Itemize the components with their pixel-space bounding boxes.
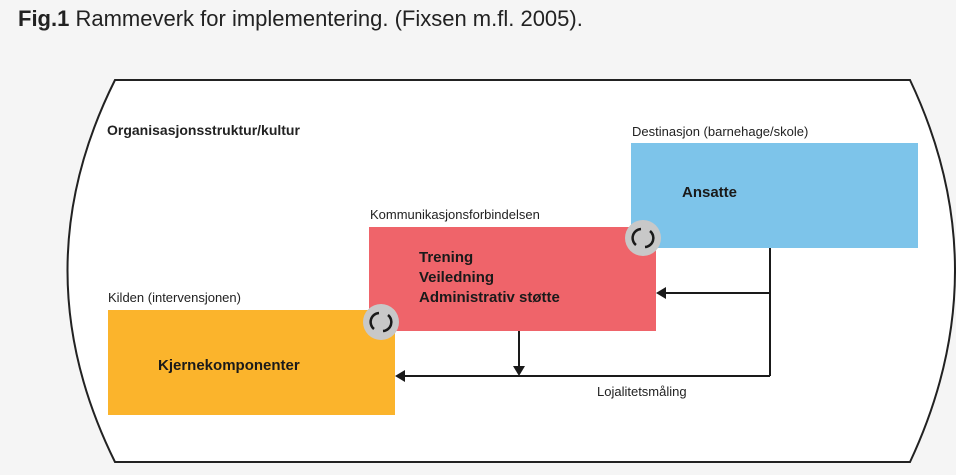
figure-title: Fig.1 Rammeverk for implementering. (Fix… bbox=[18, 6, 583, 32]
arrowhead-to-source bbox=[395, 370, 405, 382]
feedback-lines bbox=[404, 248, 771, 377]
figure-caption: Rammeverk for implementering. (Fixsen m.… bbox=[75, 6, 583, 31]
destination-text: Ansatte bbox=[682, 184, 738, 201]
cycle-icon bbox=[363, 304, 399, 340]
cycle-icon bbox=[625, 220, 661, 256]
destination-caption: Destinasjon (barnehage/skole) bbox=[632, 124, 809, 139]
figure-number: Fig.1 bbox=[18, 6, 70, 31]
destination-box bbox=[631, 143, 918, 248]
feedback-label: Lojalitetsmåling bbox=[597, 384, 687, 399]
communication-line-guidance: Veiledning bbox=[419, 269, 495, 286]
arrowhead-to-communication bbox=[656, 287, 666, 299]
arrowhead-down bbox=[513, 366, 525, 376]
source-text: Kjernekomponenter bbox=[158, 357, 300, 374]
source-box bbox=[108, 310, 395, 415]
communication-text: Trening Veiledning Administrativ støtte bbox=[419, 248, 560, 308]
communication-line-admin: Administrativ støtte bbox=[419, 289, 560, 306]
communication-box bbox=[369, 227, 656, 331]
container-label: Organisasjonsstruktur/kultur bbox=[107, 122, 300, 138]
communication-caption: Kommunikasjonsforbindelsen bbox=[370, 207, 540, 222]
communication-line-training: Trening bbox=[419, 249, 474, 266]
source-caption: Kilden (intervensjonen) bbox=[108, 290, 241, 305]
